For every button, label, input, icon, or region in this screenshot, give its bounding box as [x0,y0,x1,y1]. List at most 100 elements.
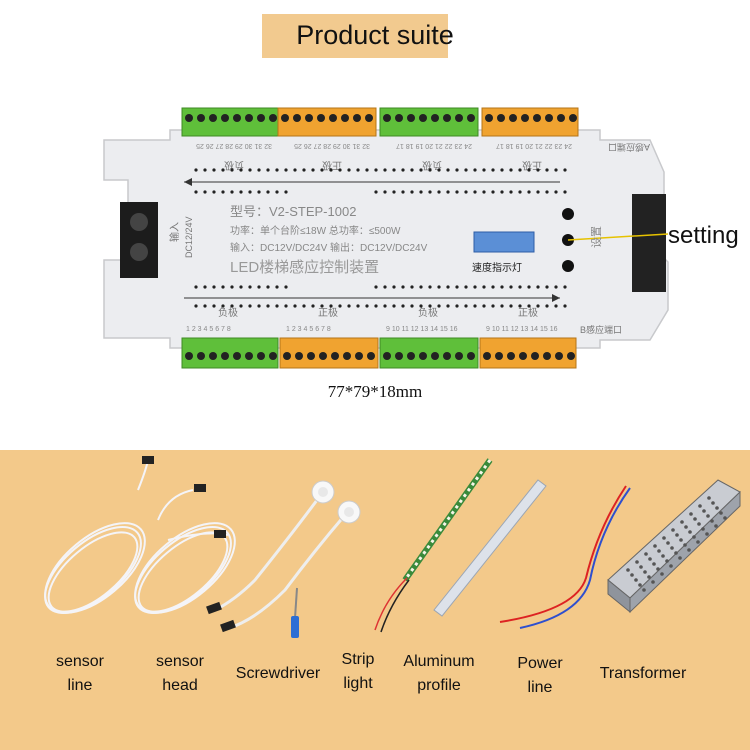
vent-dot [482,304,486,308]
vent-dot [455,168,459,172]
terminal-screw [283,352,291,360]
terminal-screw [407,114,415,122]
sensor-head-image [206,480,361,638]
vent-dot [392,285,396,289]
vent-dot [419,190,423,194]
vent-dot [392,304,396,308]
vent-dot [374,190,378,194]
top-numbers-2: 32 31 30 29 28 27 26 25 [294,142,370,149]
top-numbers-1: 32 31 30 29 28 27 26 25 [196,142,272,149]
label-strip-light: Strip light [328,648,388,696]
vent-dot [221,285,225,289]
bottom-negative-1: 负极 [218,306,238,319]
vent-dot [518,168,522,172]
vent-dot [383,285,387,289]
transformer-vent-hole [715,506,719,510]
controller-image: 型号：V2-STEP-1002 功率：单个台阶≤18W 总功率：≤500W 输入… [103,107,669,369]
vent-dot [374,304,378,308]
vent-dot [392,168,396,172]
transformer-vent-hole [697,522,701,526]
vent-dot [410,190,414,194]
setting-vertical-text: 设置 [590,226,603,248]
vent-dot [554,285,558,289]
vent-dot [536,168,540,172]
terminal-screw [455,352,463,360]
terminal-screw [407,352,415,360]
vent-dot [239,304,243,308]
transformer-vent-hole [675,533,679,537]
vent-dot [374,285,378,289]
transformer-vent-hole [688,530,692,534]
vent-dot [392,190,396,194]
terminal-screw [233,352,241,360]
vent-dot [545,168,549,172]
vent-dot [248,168,252,172]
terminal-screw [319,352,327,360]
terminal-screw [485,114,493,122]
vent-dot [428,285,432,289]
terminal-screw [329,114,337,122]
vent-dot [257,168,261,172]
terminal-screw [431,352,439,360]
transformer-vent-hole [653,544,657,548]
vent-dot [284,285,288,289]
vent-dot [320,168,324,172]
label-screwdriver: Screwdriver [228,662,328,686]
transformer-vent-hole [707,496,711,500]
vent-dot [419,168,423,172]
label-aluminum-profile-2: profile [417,677,461,694]
vent-dot [302,304,306,308]
vent-dot [428,168,432,172]
title-wrap: Product suite [0,0,750,72]
transformer-vent-hole [683,543,687,547]
vent-dot [491,285,495,289]
terminal-block-top-3 [379,107,479,137]
vent-dot [455,285,459,289]
transformer-vent-hole [652,562,656,566]
terminal-screw [507,352,515,360]
terminal-screw [341,114,349,122]
vent-dot [428,190,432,194]
vent-dot [347,168,351,172]
transformer-vent-hole [630,573,634,577]
vent-dot [554,304,558,308]
transformer-vent-hole [719,511,723,515]
transformer-vent-hole [662,536,666,540]
transformer-vent-hole [711,501,715,505]
label-sensor-line: sensor line [40,650,120,698]
vent-dot [491,190,495,194]
transformer-vent-hole [670,546,674,550]
vent-dot [221,190,225,194]
input-voltage-text: DC12/24V [184,216,194,258]
vent-dot [437,285,441,289]
terminal-screw [185,114,193,122]
transformer-vent-hole [666,541,670,545]
power-text: 功率：单个台阶≤18W 总功率：≤500W [230,224,401,237]
vent-dot [212,168,216,172]
terminal-screw [567,352,575,360]
terminal-screw [545,114,553,122]
vent-dot [239,285,243,289]
label-power-line-1: Power [517,655,563,672]
vent-dot [221,304,225,308]
vent-dot [356,168,360,172]
vent-dot [383,304,387,308]
vent-dot [401,190,405,194]
setting-callout-label: setting [668,222,739,249]
transformer-vent-hole [678,556,682,560]
transformer-vent-hole [680,520,684,524]
terminal-screw [343,352,351,360]
label-sensor-line-2: line [67,677,93,694]
vent-dot [248,285,252,289]
terminal-screw [495,352,503,360]
terminal-screw [197,352,205,360]
connector-1 [142,456,154,464]
vent-dot [275,190,279,194]
vent-dot [284,304,288,308]
vent-dot [554,190,558,194]
terminal-block-top-1 [181,107,279,137]
vent-dot [374,168,378,172]
vent-dot [347,304,351,308]
vent-dot [473,304,477,308]
title-banner [262,14,448,58]
